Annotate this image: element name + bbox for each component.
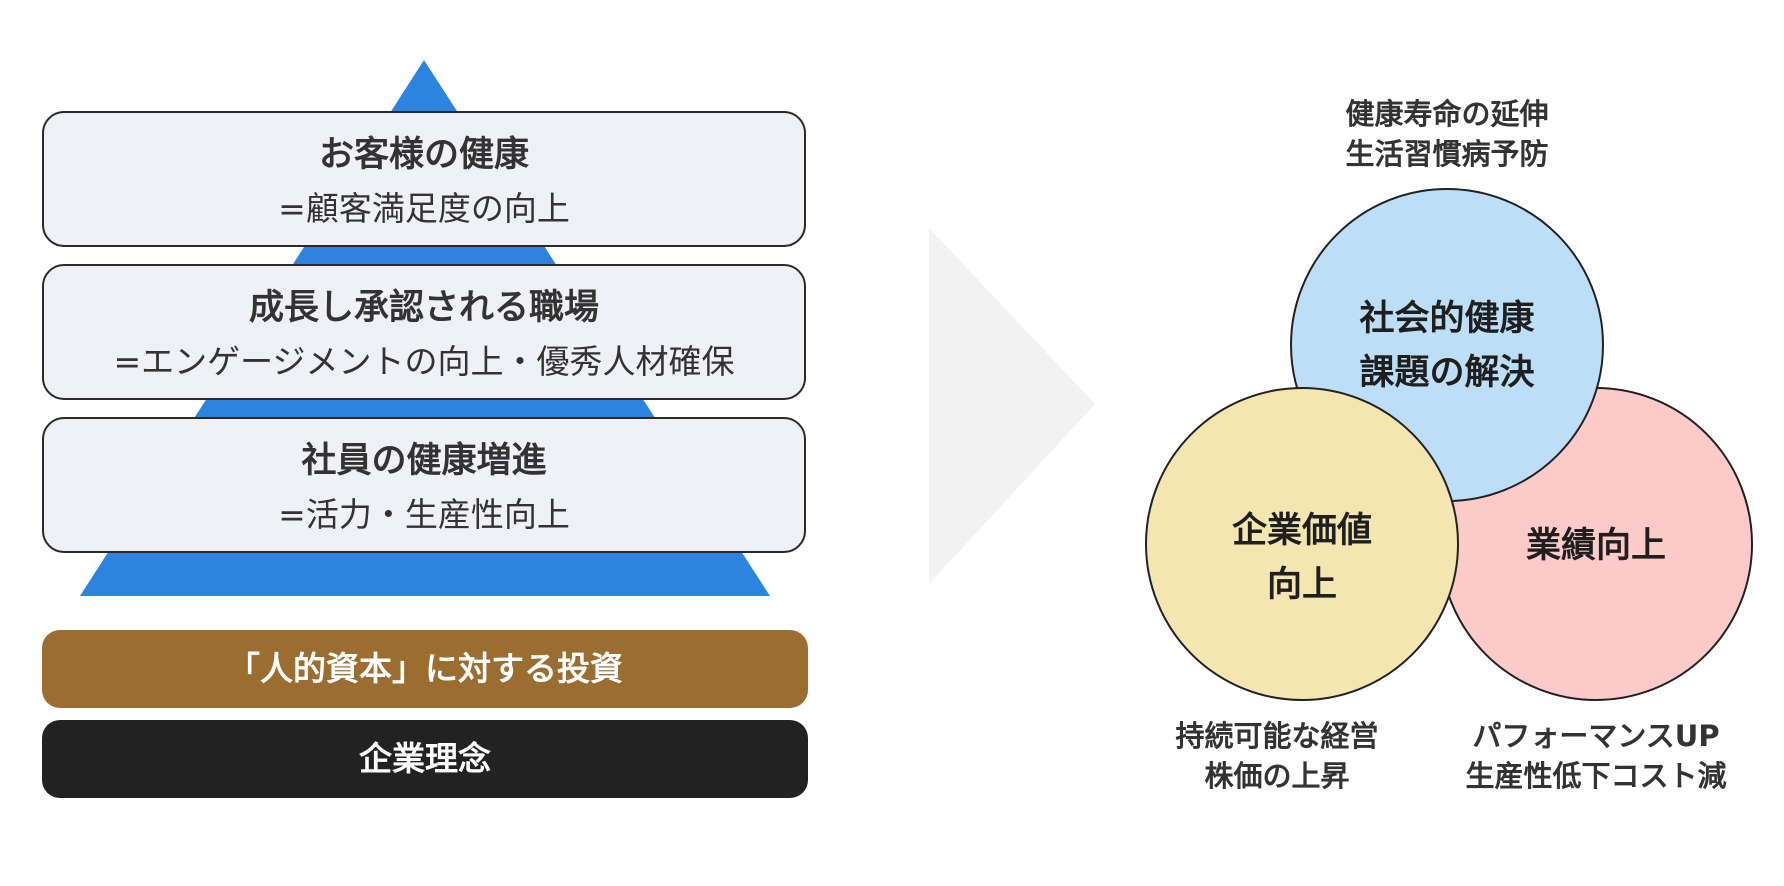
level-title: 社員の健康増進 bbox=[301, 441, 547, 481]
performance-caption: パフォーマンスUP 生産性低下コスト減 bbox=[1436, 716, 1756, 796]
social-health-caption: 健康寿命の延伸 生活習慣病予防 bbox=[1297, 94, 1597, 174]
caption-line: パフォーマンスUP bbox=[1472, 719, 1720, 753]
caption-line: 生産性低下コスト減 bbox=[1465, 759, 1727, 793]
level-title: お客様の健康 bbox=[318, 135, 529, 175]
philosophy-bar: 企業理念 bbox=[42, 720, 808, 798]
pyramid-level-employee-health: 社員の健康増進 =活力・生産性向上 bbox=[42, 417, 806, 553]
caption-line: 持続可能な経営 bbox=[1175, 719, 1379, 753]
level-subtitle: =活力・生産性向上 bbox=[278, 495, 570, 534]
performance-label: 業績向上 bbox=[1525, 526, 1666, 566]
caption-line: 株価の上昇 bbox=[1204, 759, 1350, 793]
label-line: 企業価値 bbox=[1231, 511, 1372, 551]
social-health-label: 社会的健康 課題の解決 bbox=[1297, 292, 1597, 400]
label-line: 社会的健康 bbox=[1359, 299, 1535, 339]
corporate-value-caption: 持続可能な経営 株価の上昇 bbox=[1127, 716, 1427, 796]
pyramid-level-workplace: 成長し承認される職場 =エンゲージメントの向上・優秀人材確保 bbox=[42, 264, 806, 400]
pyramid-level-customer-health: お客様の健康 =顧客満足度の向上 bbox=[42, 111, 806, 247]
caption-line: 生活習慣病予防 bbox=[1345, 137, 1549, 171]
label-line: 課題の解決 bbox=[1359, 353, 1535, 393]
investment-bar: 「人的資本」に対する投資 bbox=[42, 630, 808, 708]
chevron-right-icon bbox=[929, 228, 1095, 584]
caption-line: 健康寿命の延伸 bbox=[1345, 97, 1549, 131]
level-subtitle: =エンゲージメントの向上・優秀人材確保 bbox=[113, 342, 735, 381]
level-subtitle: =顧客満足度の向上 bbox=[278, 189, 570, 228]
level-title: 成長し承認される職場 bbox=[248, 288, 599, 328]
corporate-value-label: 企業価値 向上 bbox=[1152, 504, 1452, 612]
circle-corporate-value bbox=[1145, 387, 1459, 701]
label-line: 向上 bbox=[1266, 565, 1337, 605]
